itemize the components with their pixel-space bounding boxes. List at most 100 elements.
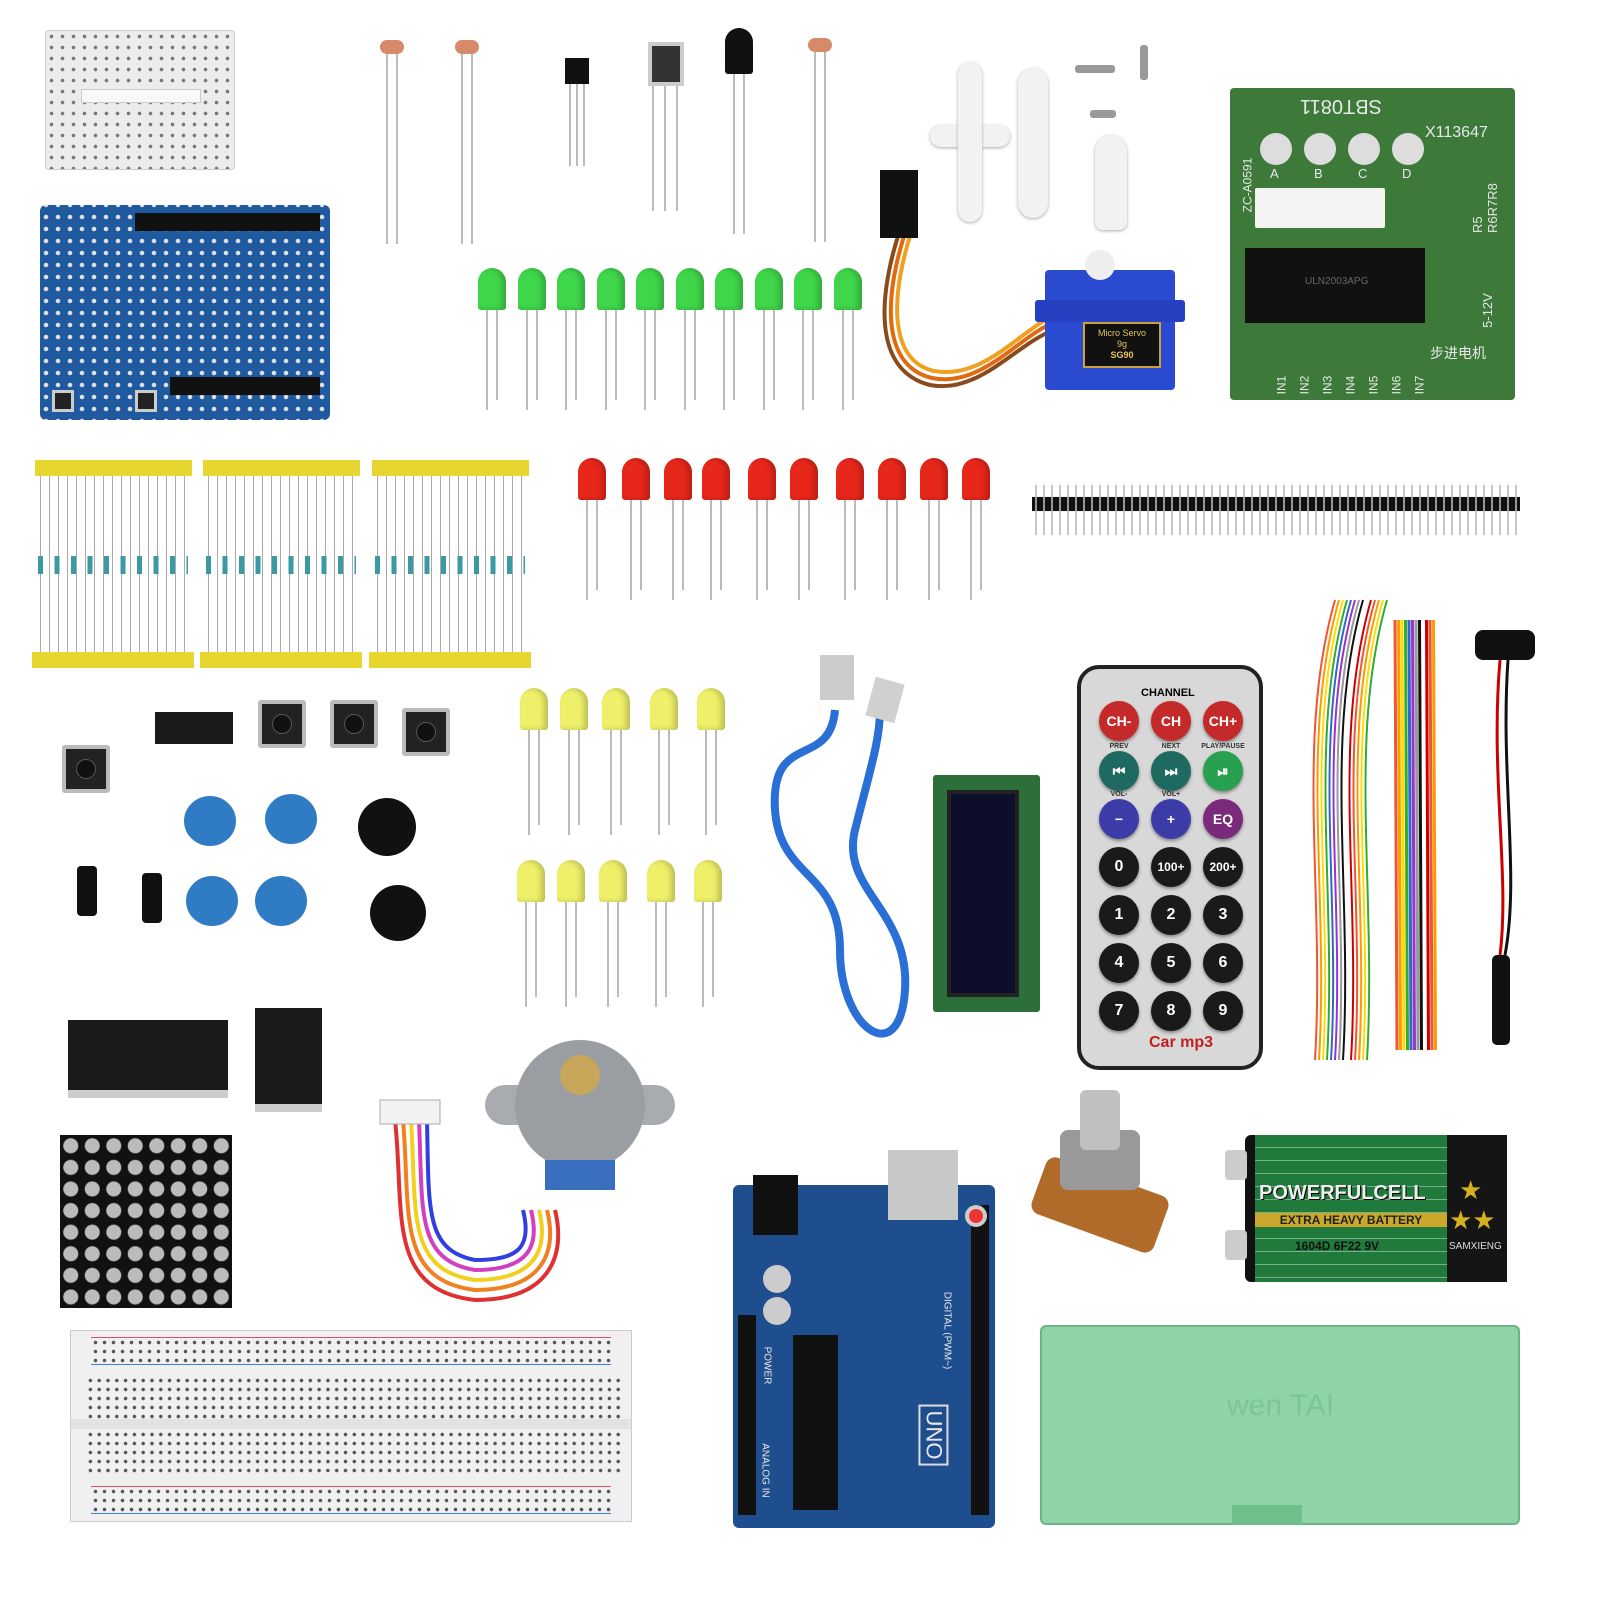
led-lead	[496, 310, 498, 400]
led-body	[920, 458, 948, 500]
tape-strip	[32, 652, 194, 668]
remote-number-key[interactable]: 5	[1151, 943, 1191, 983]
led-lead	[575, 902, 577, 997]
seven-segment-1digit	[255, 1008, 322, 1112]
next-icon[interactable]: ⏭	[1151, 751, 1191, 791]
tact-switch	[402, 708, 450, 756]
header-top	[135, 213, 320, 231]
lead	[396, 54, 398, 244]
remote-key-row3[interactable]: −	[1099, 799, 1139, 839]
led-lead	[756, 500, 758, 600]
remote-number-key[interactable]: 8	[1151, 991, 1191, 1031]
led-lead	[712, 902, 714, 997]
jumper-wire	[1397, 619, 1402, 1051]
remote-number-key[interactable]: 100+	[1151, 847, 1191, 887]
remote-number-key[interactable]: 2	[1151, 895, 1191, 935]
screw-icon	[1075, 65, 1115, 73]
led-lead	[851, 310, 854, 400]
led	[833, 268, 864, 423]
stepper-driver-board: SBT0811 X113647 ZC-A0591 R5 R6R7R8 ULN20…	[1230, 88, 1515, 400]
prev-icon[interactable]: ⏮	[1099, 751, 1139, 791]
center-channel	[71, 1419, 631, 1429]
led	[794, 268, 824, 423]
motor-wire-cover	[545, 1160, 615, 1190]
remote-number-key[interactable]: 4	[1099, 943, 1139, 983]
led-lead	[565, 902, 567, 1007]
led	[602, 688, 632, 848]
remote-number-key[interactable]: 200+	[1203, 847, 1243, 887]
led	[557, 860, 587, 1020]
remote-key-row3[interactable]: EQ	[1203, 799, 1243, 839]
led-lead	[528, 730, 530, 835]
reset-button[interactable]	[965, 1205, 987, 1227]
battery-9v: POWERFULCELL EXTRA HEAVY BATTERY 1604D 6…	[1225, 1135, 1507, 1282]
remote-number-key[interactable]: 7	[1099, 991, 1139, 1031]
board-voltage: 5-12V	[1479, 293, 1495, 328]
remote-number-key[interactable]: 0	[1099, 847, 1139, 887]
ir-led	[725, 28, 753, 74]
uno-logo: UNO	[918, 1404, 949, 1466]
star-icon: ★	[1459, 1175, 1483, 1205]
remote-number-key[interactable]: 1	[1099, 895, 1139, 935]
led-body	[602, 688, 630, 730]
led-lead	[604, 310, 607, 410]
remote-number-key[interactable]: 3	[1203, 895, 1243, 935]
remote-sublabel: PLAY/PAUSE	[1201, 743, 1245, 750]
button-cap	[265, 794, 317, 844]
digital-label: DIGITAL (PWM~)	[941, 1291, 953, 1370]
remote-key-row3[interactable]: +	[1151, 799, 1191, 839]
led-body	[578, 458, 606, 500]
led-body	[748, 458, 776, 500]
play-pause-icon[interactable]: ⏯	[1203, 751, 1243, 791]
breadboard-divider	[81, 89, 201, 103]
led-lead	[812, 310, 814, 400]
led-body	[478, 268, 506, 310]
led-lead	[970, 500, 972, 600]
star-icon: ★★	[1449, 1205, 1496, 1235]
led-lead	[525, 310, 528, 410]
usb-a-plug	[820, 655, 854, 700]
led-lead	[715, 730, 717, 825]
button-cap	[186, 876, 238, 926]
led-lead	[808, 500, 810, 590]
remote-key-1[interactable]: CH	[1151, 701, 1191, 741]
analog-label: ANALOG IN	[759, 1443, 771, 1498]
board-chip-label: SBT0811	[1300, 95, 1382, 117]
jumper-wire	[1348, 599, 1372, 1061]
usb-b-plug	[865, 676, 905, 724]
led-body	[833, 268, 862, 310]
lead	[461, 54, 463, 244]
resistor-bodies	[206, 556, 356, 574]
led	[517, 268, 548, 423]
driver-led	[1260, 133, 1292, 165]
led-lead	[672, 500, 674, 600]
jumper-wire	[1364, 599, 1388, 1061]
jumper-wire	[1418, 619, 1423, 1051]
led-body	[650, 688, 678, 730]
led-lead	[705, 730, 707, 835]
ic-uln2003: ULN2003APG	[1245, 248, 1425, 323]
led-lead	[575, 310, 577, 400]
led-body	[596, 268, 625, 310]
led-lead	[640, 500, 642, 590]
led	[517, 860, 547, 1020]
led	[520, 688, 550, 848]
mini-breadboard	[45, 30, 235, 170]
remote-number-key[interactable]: 6	[1203, 943, 1243, 983]
jumper-wires	[1312, 599, 1437, 1061]
remote-number-key[interactable]: 9	[1203, 991, 1243, 1031]
ir-receiver	[648, 42, 684, 86]
stepper-motor-wires	[379, 1099, 561, 1303]
led	[622, 458, 652, 613]
lead	[814, 52, 816, 242]
arduino-uno: UNO POWER ANALOG IN DIGITAL (PWM~)	[733, 1150, 995, 1528]
led	[878, 458, 908, 613]
transistor-leads	[569, 84, 585, 166]
remote-key-0[interactable]: CH-	[1099, 701, 1139, 741]
board-cn-label: 步进电机	[1430, 345, 1486, 361]
jumper-wire	[1336, 599, 1360, 1061]
led	[790, 458, 820, 613]
remote-key-2[interactable]: CH+	[1203, 701, 1243, 741]
servo-label-line1: Micro Servo	[1097, 328, 1146, 338]
led	[578, 458, 608, 613]
